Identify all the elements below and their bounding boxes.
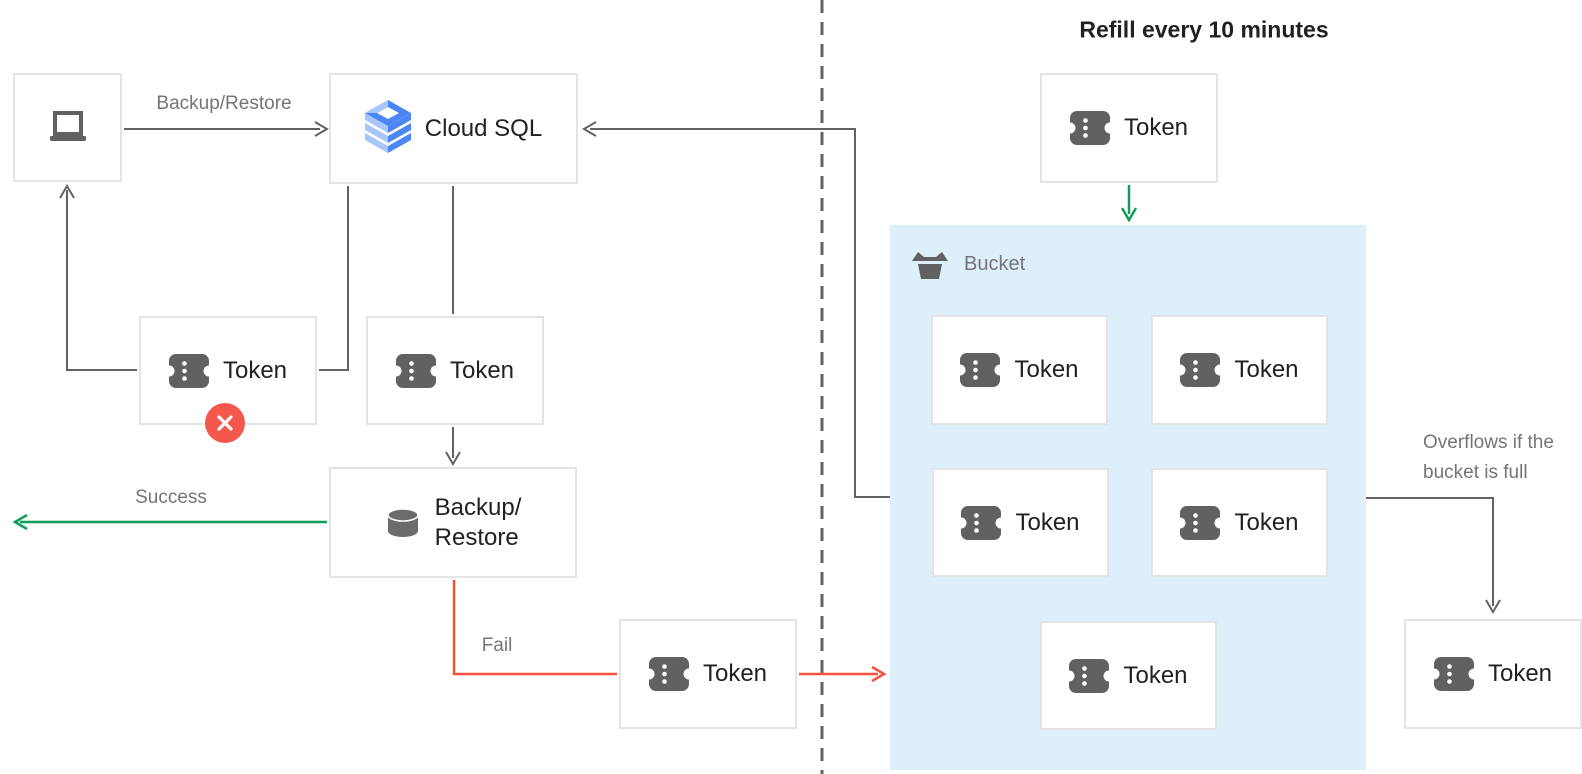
cloud-sql-icon: [364, 99, 411, 153]
fail-arrow: [452, 580, 887, 683]
token-node-bucket-1: Token: [931, 315, 1108, 425]
ticket-icon: [168, 353, 209, 388]
token-node-bucket-2: Token: [1151, 315, 1328, 425]
overflow-label-line1: Overflows if the: [1423, 432, 1554, 453]
ticket-icon: [960, 353, 1001, 387]
token-label: Token: [1014, 356, 1079, 383]
overflow-label-line2: bucket is full: [1423, 462, 1528, 483]
token-label: Token: [1487, 660, 1553, 687]
success-arrow: [12, 513, 327, 531]
token-label: Token: [1123, 114, 1189, 141]
token-label: Token: [1123, 661, 1188, 689]
backup-restore-label-line1: Backup/: [434, 493, 522, 521]
token-node-bucket-4: Token: [1151, 468, 1328, 577]
ticket-icon: [1433, 657, 1474, 691]
token-label: Token: [449, 356, 515, 384]
token-label: Token: [702, 660, 768, 687]
bucket-label: Bucket: [964, 253, 1026, 275]
bucket-header: Bucket: [910, 249, 1025, 280]
request-label: Backup/Restore: [156, 93, 292, 114]
fail-label: Fail: [481, 635, 513, 656]
cloud-sql-node: Cloud SQL: [329, 73, 578, 184]
client-node: [13, 73, 122, 182]
token-node-bucket-5: Token: [1040, 621, 1217, 730]
token-to-client-arrow: [59, 184, 137, 371]
token-to-backup-arrow: [445, 427, 461, 466]
success-label: Success: [135, 487, 207, 508]
database-icon: [386, 507, 419, 537]
backup-restore-label-line2: Restore: [434, 523, 519, 551]
laptop-icon: [49, 111, 86, 141]
ticket-icon: [1180, 505, 1221, 540]
ticket-icon: [395, 353, 436, 388]
ticket-icon: [1069, 658, 1110, 693]
ticket-icon: [961, 505, 1002, 540]
token-label: Token: [222, 356, 288, 384]
token-node-refill: Token: [1040, 73, 1218, 183]
token-label: Token: [1234, 356, 1299, 383]
cross-icon: [217, 415, 233, 431]
backup-restore-node: Backup/ Restore: [329, 467, 577, 578]
overflow-arrow: [1366, 497, 1501, 614]
refill-arrow: [1120, 185, 1138, 223]
ticket-icon: [1180, 353, 1221, 387]
cloud-sql-label: Cloud SQL: [424, 114, 543, 142]
bucket-to-cloudsql-arrow: [582, 121, 890, 498]
bucket-icon: [912, 252, 948, 279]
token-node-overflow: Token: [1404, 619, 1582, 729]
backup-restore-label: Backup/ Restore: [435, 493, 522, 553]
ticket-icon: [1069, 111, 1110, 145]
token-label: Token: [1015, 508, 1080, 536]
overflow-label: Overflows if the bucket is full: [1423, 432, 1554, 484]
ticket-icon: [648, 657, 689, 691]
token-label: Token: [1234, 508, 1299, 536]
cloudsql-to-token-line: [319, 186, 349, 371]
token-node-consumed: Token: [366, 316, 544, 425]
refill-title: Refill every 10 minutes: [1079, 16, 1329, 43]
request-arrow: [124, 121, 329, 137]
error-badge: [205, 403, 245, 443]
token-node-fail: Token: [619, 619, 797, 729]
token-node-bucket-3: Token: [932, 468, 1109, 577]
